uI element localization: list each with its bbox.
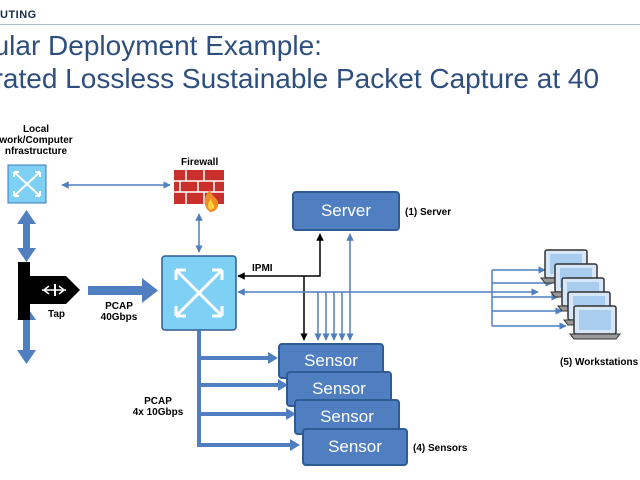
local-network-label-line-3: nfrastructure [4,146,68,157]
sensor-box: Sensor [302,428,408,466]
sensor-box-label: Sensor [320,407,374,426]
server-box-label: Server [320,201,372,220]
workstations-label: (5) Workstations [560,357,639,368]
switch-to-sensors-arrowheads [268,352,300,451]
server-box: Server [292,191,400,231]
ipmi-label: IPMI [252,263,273,274]
sensor-box-label: Sensor [312,379,366,398]
pcap-10-line-2: 4x 10Gbps [132,407,184,418]
top-bar: UTING [0,0,640,24]
switch-to-sensors-arrows [197,330,290,447]
ipmi-links [237,233,324,341]
firewall-label: Firewall [181,157,219,168]
local-network-label: Local work/Computer nfrastructure [0,124,76,157]
header-divider [0,24,640,25]
core-switch-icon [161,255,237,331]
pcap-40gbps-label: PCAP 40Gbps [96,301,142,323]
workstation-links [491,266,567,330]
slide-title-line-1: dular Deployment Example: [0,30,322,61]
local-network-label-line-1: Local [22,124,50,135]
tap-to-switch-arrow [88,278,158,303]
local-network-switch-icon [7,164,47,204]
tap-icon [18,262,80,320]
sensors-label: (4) Sensors [413,443,468,454]
server-label: (1) Server [405,207,452,218]
company-logo-text: UTING [0,9,37,21]
sensor-box-label: Sensor [304,351,358,370]
upstream-link-arrow [17,210,36,262]
slide-title-line-2: erated Lossless Sustainable Packet Captu… [0,63,600,94]
pcap-10-line-1: PCAP [144,396,172,407]
pcap-10gbps-label: PCAP 4x 10Gbps [128,396,188,418]
local-network-label-line-2: work/Computer [0,135,73,146]
pcap-40-line-2: 40Gbps [100,312,138,323]
server-sensor-links [314,233,354,341]
tap-label: Tap [48,309,66,320]
firewall-icon [174,170,224,212]
workstation-laptop-icon [568,305,622,340]
sensor-box-label: Sensor [328,437,382,456]
pcap-40-line-1: PCAP [105,301,133,312]
